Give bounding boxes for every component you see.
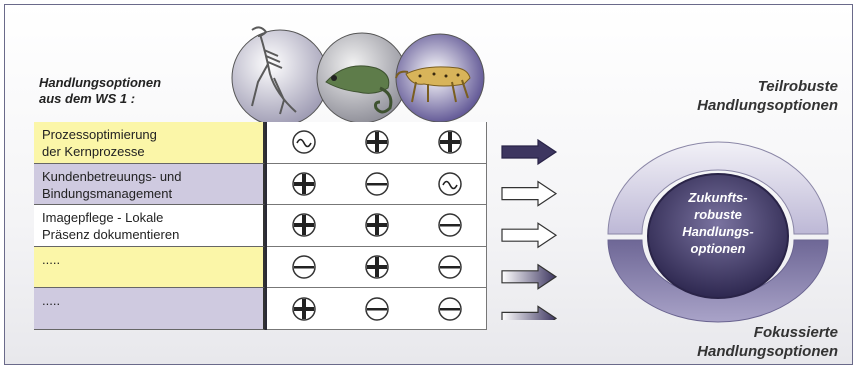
assessment-cell xyxy=(340,122,414,164)
minus-symbol-icon xyxy=(437,212,463,238)
tilde-symbol-icon xyxy=(291,129,317,155)
minus-symbol-icon xyxy=(291,254,317,280)
focused-heading-line-2: Handlungsoptionen xyxy=(697,342,838,361)
minus-symbol-icon xyxy=(364,171,390,197)
option-label-line: Imagepflege - Lokale xyxy=(42,209,255,226)
assessment-cell xyxy=(340,288,414,330)
plus-symbol-icon xyxy=(364,212,390,238)
flow-arrow-icon xyxy=(502,140,556,164)
assessment-cell xyxy=(267,164,341,206)
assessment-cell xyxy=(413,288,487,330)
center-label-line-2: robuste xyxy=(648,206,788,223)
center-label-line-4: optionen xyxy=(648,240,788,257)
center-label-line-1: Zukunfts- xyxy=(648,189,788,206)
plus-symbol-icon xyxy=(437,129,463,155)
option-label-line: der Kernprozesse xyxy=(42,143,255,160)
diagram-frame: Handlungsoptionen aus dem WS 1 : xyxy=(4,4,853,365)
option-label-line: Bindungsmanagement xyxy=(42,185,255,202)
focused-heading-line-1: Fokussierte xyxy=(697,323,838,342)
option-label-line: ..... xyxy=(42,251,255,268)
left-heading-line-1: Handlungsoptionen xyxy=(39,75,161,91)
plus-symbol-icon xyxy=(291,212,317,238)
assessment-cell xyxy=(267,247,341,289)
arrow-column xyxy=(500,130,560,320)
plus-symbol-icon xyxy=(291,171,317,197)
flow-arrow-icon xyxy=(502,265,556,289)
option-label: ..... xyxy=(34,247,265,289)
table-row: ..... xyxy=(34,288,487,330)
assessment-cell xyxy=(340,247,414,289)
plus-symbol-icon xyxy=(364,254,390,280)
left-heading-line-2: aus dem WS 1 : xyxy=(39,91,161,107)
minus-symbol-icon xyxy=(364,296,390,322)
species-illustrations xyxy=(230,20,500,130)
assessment-cell xyxy=(413,247,487,289)
assessment-cell xyxy=(267,205,341,247)
flow-arrow-icon xyxy=(502,306,556,320)
assessment-cell xyxy=(267,288,341,330)
option-label: ..... xyxy=(34,288,265,330)
assessment-cell xyxy=(340,205,414,247)
minus-symbol-icon xyxy=(437,254,463,280)
assessment-cell xyxy=(413,164,487,206)
tilde-symbol-icon xyxy=(437,171,463,197)
plus-symbol-icon xyxy=(291,296,317,322)
assessment-cell xyxy=(267,122,341,164)
left-heading: Handlungsoptionen aus dem WS 1 : xyxy=(39,75,161,107)
flow-arrow-icon xyxy=(502,223,556,247)
option-label-line: Kundenbetreuungs- und xyxy=(42,168,255,185)
option-label-line: Prozessoptimierung xyxy=(42,126,255,143)
assessment-cell xyxy=(340,164,414,206)
option-label-line: ..... xyxy=(42,292,255,309)
assessment-cell xyxy=(413,205,487,247)
plus-symbol-icon xyxy=(364,129,390,155)
option-label-line: Präsenz dokumentieren xyxy=(42,226,255,243)
partial-robust-heading-line-1: Teilrobuste xyxy=(697,77,838,96)
flow-arrow-icon xyxy=(502,182,556,206)
center-label: Zukunfts- robuste Handlungs- optionen xyxy=(648,189,788,257)
table-row: ..... xyxy=(34,247,487,289)
minus-symbol-icon xyxy=(437,296,463,322)
focused-heading: Fokussierte Handlungsoptionen xyxy=(697,323,838,361)
assessment-cell xyxy=(413,122,487,164)
partial-robust-heading: Teilrobuste Handlungsoptionen xyxy=(697,77,838,115)
center-label-line-3: Handlungs- xyxy=(648,223,788,240)
partial-robust-heading-line-2: Handlungsoptionen xyxy=(697,96,838,115)
